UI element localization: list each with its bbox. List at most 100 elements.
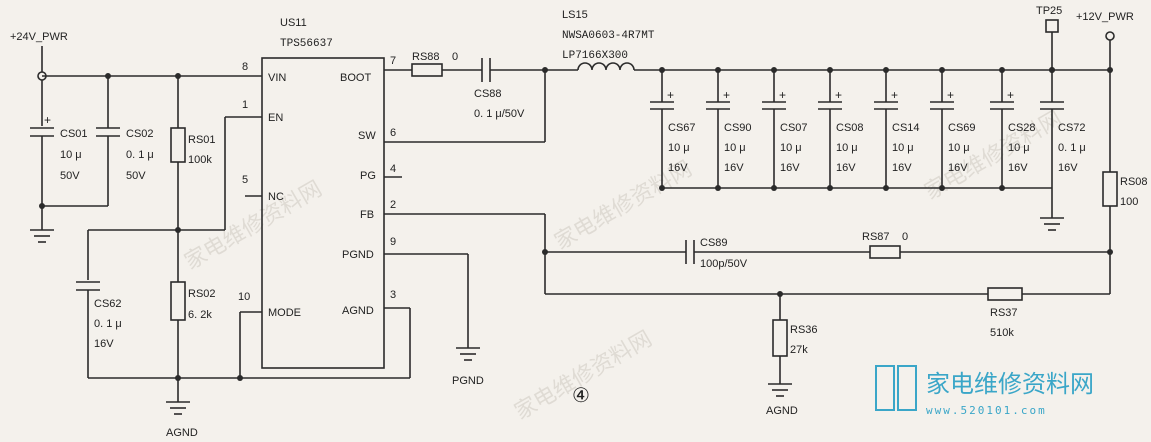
output-cap-ref: CS67 xyxy=(668,122,696,134)
pin-number: 9 xyxy=(390,236,396,248)
ic-body xyxy=(261,57,385,369)
plus-sign: + xyxy=(779,88,786,102)
cs01-ref: CS01 xyxy=(60,128,88,140)
pin-number: 7 xyxy=(390,55,396,67)
output-cap-value: 10 μ xyxy=(948,142,970,154)
rs01-value: 100k xyxy=(188,154,212,166)
agnd-label: AGND xyxy=(166,427,198,439)
logo-text: 家电维修资料网 xyxy=(926,370,1094,398)
cs89-value: 100p/50V xyxy=(700,258,748,270)
pin-name: EN xyxy=(268,112,283,124)
rs88-resistor xyxy=(411,63,443,77)
cs01-value: 10 μ xyxy=(60,149,82,161)
pin-name: BOOT xyxy=(340,72,371,84)
pin-name: MODE xyxy=(268,307,301,319)
pin-number: 2 xyxy=(390,199,396,211)
tp25-label: TP25 xyxy=(1036,5,1062,17)
rs01-ref: RS01 xyxy=(188,134,216,146)
rs37-ref: RS37 xyxy=(990,307,1018,319)
output-cap-voltage: 16V xyxy=(836,162,856,174)
plus-sign: + xyxy=(44,113,51,127)
pin-name: FB xyxy=(360,209,374,221)
vout-terminal xyxy=(1105,31,1115,41)
cs01-voltage: 50V xyxy=(60,170,80,182)
output-cap-ref: CS14 xyxy=(892,122,920,134)
watermark-text: 家电维修资料网 xyxy=(511,327,657,426)
rs88-ref: RS88 xyxy=(412,51,440,63)
output-cap-value: 10 μ xyxy=(892,142,914,154)
cs88-ref: CS88 xyxy=(474,88,502,100)
rs37-value: 510k xyxy=(990,327,1014,339)
ls15-part: NWSA0603-4R7MT xyxy=(562,30,655,42)
site-logo: 家电维修资料网 www.520101.com xyxy=(875,365,1094,417)
output-cap-ref: CS07 xyxy=(780,122,808,134)
plus-sign: + xyxy=(723,88,730,102)
cs62-voltage: 16V xyxy=(94,338,114,350)
output-cap-voltage: 16V xyxy=(1058,162,1078,174)
rs87-ref: RS87 xyxy=(862,231,890,243)
pin-number: 5 xyxy=(242,174,248,186)
output-cap-voltage: 16V xyxy=(668,162,688,174)
pin-number: 4 xyxy=(390,163,396,175)
output-cap-voltage: 16V xyxy=(724,162,744,174)
plus-sign: + xyxy=(1007,88,1014,102)
rs36-ref: RS36 xyxy=(790,324,818,336)
watermark-text: 家电维修资料网 xyxy=(181,177,327,276)
tp25-testpoint xyxy=(1045,19,1059,33)
rs88-value: 0 xyxy=(452,51,458,63)
cs02-ref: CS02 xyxy=(126,128,154,140)
pin-name: SW xyxy=(358,130,376,142)
rs08-resistor xyxy=(1102,171,1118,207)
rs01-resistor xyxy=(170,127,186,163)
cs62-value: 0. 1 μ xyxy=(94,318,122,330)
output-capacitors: + CS67 10 μ 16V + CS90 10 μ 16V + CS07 10 μ 16V + CS0… xyxy=(650,67,1086,191)
pin-number: 3 xyxy=(390,289,396,301)
plus-sign: + xyxy=(947,88,954,102)
cs02-voltage: 50V xyxy=(126,170,146,182)
pin-name: AGND xyxy=(342,305,374,317)
rs36-resistor xyxy=(772,319,788,357)
plus-sign: + xyxy=(835,88,842,102)
output-cap-ref: CS90 xyxy=(724,122,752,134)
rs37-resistor xyxy=(987,287,1023,301)
output-cap-value: 10 μ xyxy=(724,142,746,154)
ic-ref: US11 xyxy=(280,17,307,29)
output-cap-value: 10 μ xyxy=(668,142,690,154)
output-cap-value: 0. 1 μ xyxy=(1058,142,1086,154)
ls15-ref: LS15 xyxy=(562,9,588,21)
output-cap-value: 10 μ xyxy=(780,142,802,154)
rs87-value: 0 xyxy=(902,231,908,243)
cs62-ref: CS62 xyxy=(94,298,122,310)
rs02-ref: RS02 xyxy=(188,288,216,300)
cs89-ref: CS89 xyxy=(700,237,728,249)
rs36-value: 27k xyxy=(790,344,808,356)
output-cap-voltage: 16V xyxy=(892,162,912,174)
cs88-value: 0. 1 μ/50V xyxy=(474,108,525,120)
cs02-value: 0. 1 μ xyxy=(126,149,154,161)
output-cap-voltage: 16V xyxy=(1008,162,1028,174)
pin-number: 10 xyxy=(238,291,250,303)
plus-sign: + xyxy=(667,88,674,102)
pin-name: PG xyxy=(360,170,376,182)
output-cap-voltage: 16V xyxy=(948,162,968,174)
pin-number: 8 xyxy=(242,61,248,73)
pin-number: 6 xyxy=(390,127,396,139)
output-cap-ref: CS69 xyxy=(948,122,976,134)
plus-sign: + xyxy=(891,88,898,102)
pin-name: NC xyxy=(268,191,284,203)
output-cap-ref: CS28 xyxy=(1008,122,1036,134)
rs08-ref: RS08 xyxy=(1120,176,1148,188)
pin-name: VIN xyxy=(268,72,286,84)
pgnd-label: PGND xyxy=(452,375,484,387)
output-cap-ref: CS08 xyxy=(836,122,864,134)
pin-name: PGND xyxy=(342,249,374,261)
agnd-label: AGND xyxy=(766,405,798,417)
pin-number: 1 xyxy=(242,99,248,111)
output-cap-ref: CS72 xyxy=(1058,122,1086,134)
output-cap-value: 10 μ xyxy=(836,142,858,154)
rs02-value: 6. 2k xyxy=(188,309,212,321)
output-cap-voltage: 16V xyxy=(780,162,800,174)
figure-number: ④ xyxy=(572,385,590,407)
